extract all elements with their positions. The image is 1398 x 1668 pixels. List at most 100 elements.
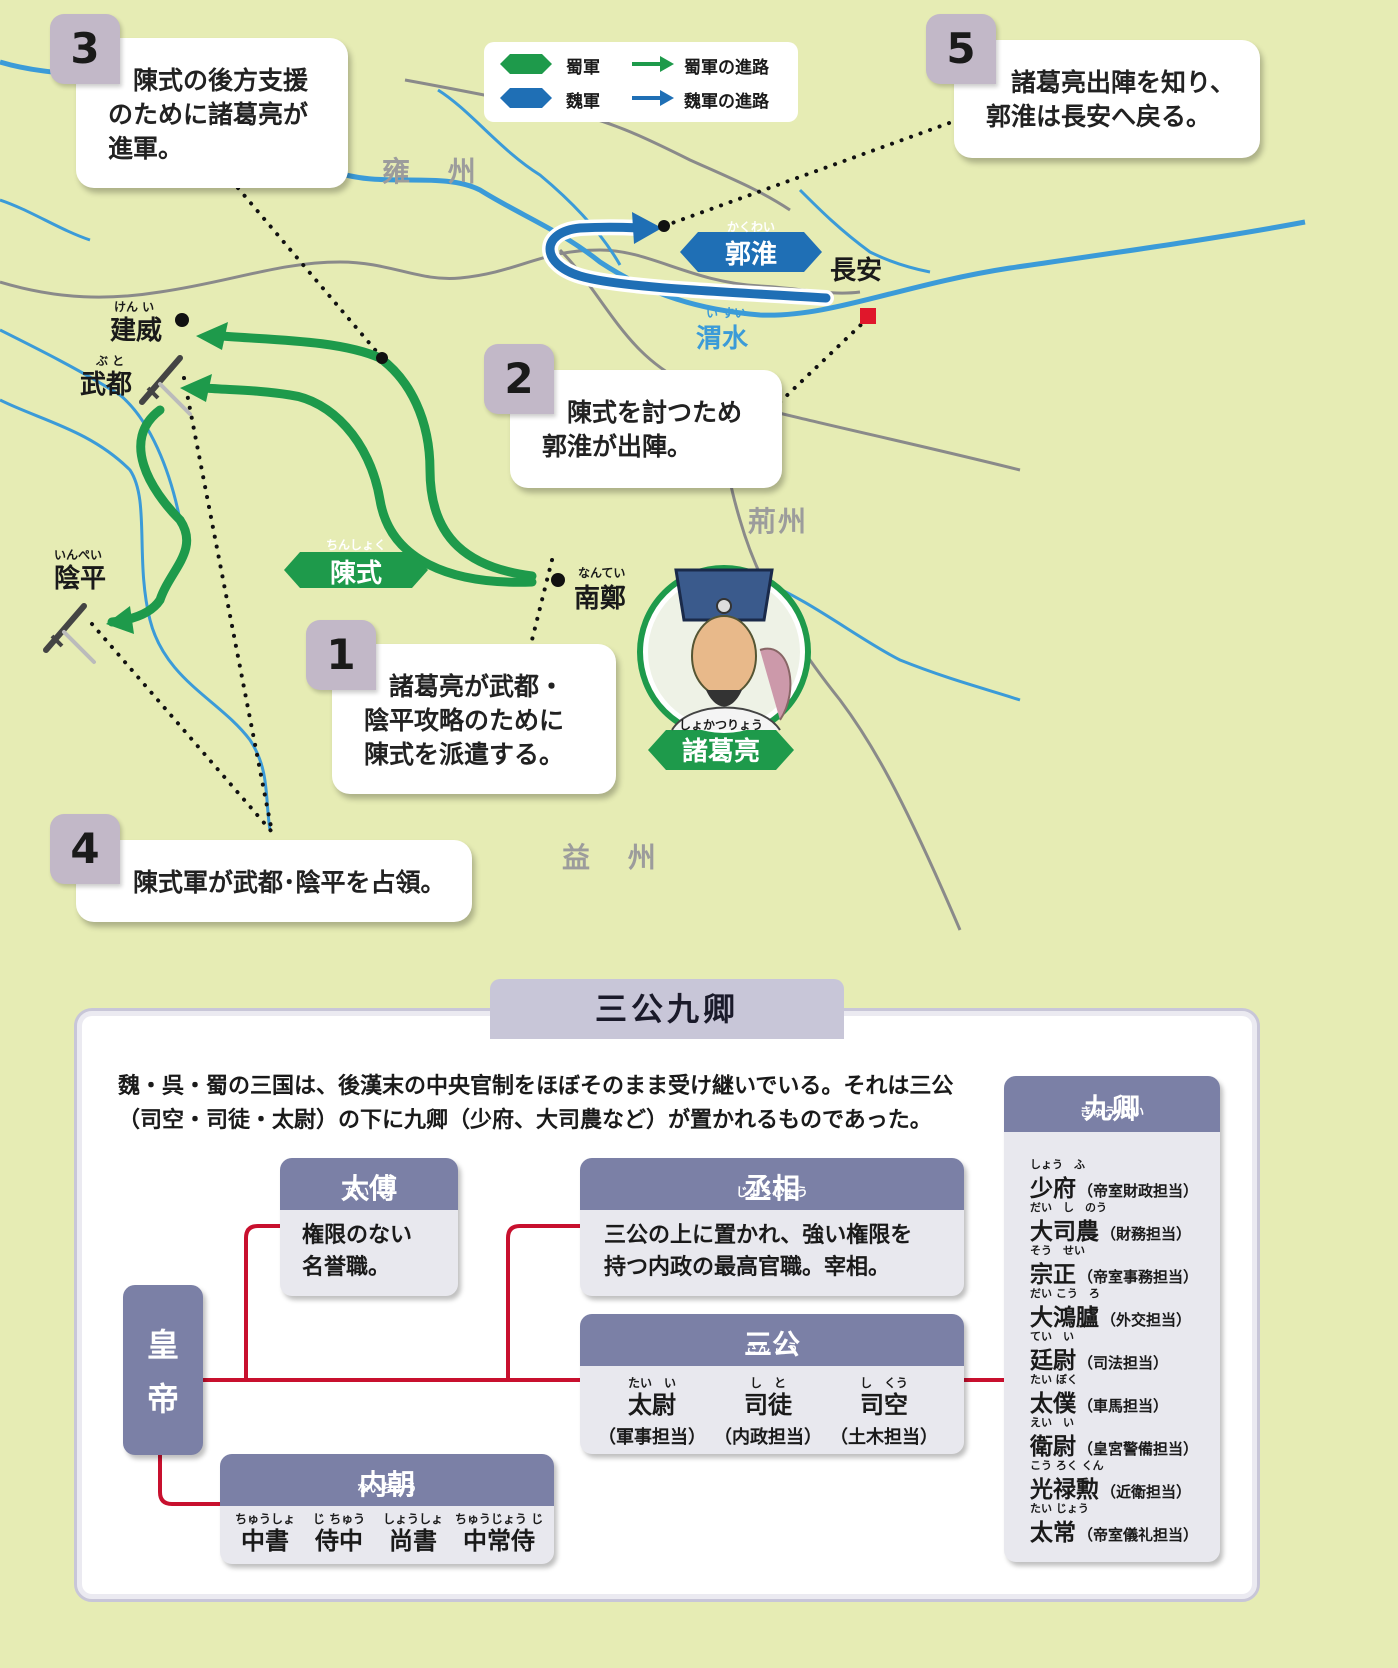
kyukei-item-desc: （帝室儀礼担当） <box>1078 1526 1199 1544</box>
jianwei-ruby: けん い <box>114 300 155 314</box>
weishui-ruby: い すい <box>706 306 747 320</box>
naicho-header: ないちょう 内朝 <box>220 1454 554 1506</box>
step-5-number: 5 <box>926 14 996 84</box>
kyukei-name: 九卿 <box>1083 1092 1140 1125</box>
shosho-member: しょうしょ 尚書 <box>378 1512 448 1556</box>
kyukei-item-name: 太僕 <box>1030 1391 1076 1417</box>
sword-icon <box>139 355 192 416</box>
kyukei-item-desc: （財務担当） <box>1101 1225 1192 1243</box>
jichu-ruby: じ ちゅう <box>312 1512 366 1526</box>
region-yong: 雍 州 <box>382 155 490 188</box>
taii-desc: （軍事担当） <box>598 1427 706 1448</box>
kyukei-box: きゅう けい 九卿 <box>1004 1076 1220 1562</box>
zhuge-label: 諸葛亮 <box>681 737 760 767</box>
jichu-member: じ ちゅう 侍中 <box>304 1512 374 1556</box>
legend-shu-route: 蜀軍の進路 <box>684 58 769 78</box>
kyukei-item-ruby: たい ぼく <box>1030 1373 1078 1386</box>
kyukei-item: たい じょう太常（帝室儀礼担当） <box>1030 1502 1198 1547</box>
chusho-name: 中書 <box>241 1527 289 1555</box>
kyukei-item-ruby: えい い <box>1030 1416 1074 1429</box>
region-yi: 益 州 <box>562 841 670 874</box>
kyukei-item-ruby: たい じょう <box>1030 1502 1089 1515</box>
naicho-box: ないちょう 内朝 ちゅうしょ 中書 じ ちゅう 侍中 しょうしょ 尚書 ちゅうじ… <box>220 1454 554 1564</box>
guohuai-tag <box>680 232 822 272</box>
nanzheng-label: 南鄭 <box>574 584 627 614</box>
kyukei-item-desc: （帝室事務担当） <box>1078 1268 1199 1286</box>
naicho-ruby: ないちょう <box>356 1481 417 1495</box>
chusho-member: ちゅうしょ 中書 <box>230 1512 300 1556</box>
kyukei-item-name: 廷尉 <box>1030 1348 1076 1374</box>
kyukei-item-name: 光禄勲 <box>1030 1477 1099 1503</box>
kyukei-item: こう ろく くん光禄勲（近衛担当） <box>1030 1459 1191 1504</box>
step-3-number: 3 <box>50 14 120 84</box>
nanzheng-marker <box>551 573 565 587</box>
kyukei-item-name: 宗正 <box>1030 1262 1076 1288</box>
legend-swatches <box>500 54 674 108</box>
step-4-number: 4 <box>50 814 120 884</box>
kyukei-item: そう せい宗正（帝室事務担当） <box>1030 1244 1198 1289</box>
shikuu-member: し くう 司空 （土木担当） <box>826 1376 942 1452</box>
taii-name: 太尉 <box>628 1391 676 1419</box>
campaign-map <box>0 54 1306 931</box>
kyukei-item-name: 太常 <box>1030 1520 1076 1546</box>
chujoji-member: ちゅうじょう じ 中常侍 <box>454 1512 544 1556</box>
shikuu-ruby: し くう <box>860 1376 908 1390</box>
chancellor-ruby: じょうしょう <box>735 1185 808 1199</box>
guohuai-ruby: かくわい <box>726 220 775 234</box>
jichu-name: 侍中 <box>315 1527 363 1555</box>
sword-icon <box>43 603 96 664</box>
step-2-number: 2 <box>484 344 554 414</box>
shito-desc: （内政担当） <box>714 1427 822 1448</box>
kyukei-item-ruby: だい し のう <box>1030 1201 1107 1214</box>
kyukei-item-ruby: しょう ふ <box>1030 1158 1085 1171</box>
guohuai-return-marker <box>658 220 670 232</box>
chusho-ruby: ちゅうしょ <box>234 1512 295 1526</box>
kyukei-item-name: 少府 <box>1030 1176 1076 1202</box>
guohuai-label: 郭淮 <box>724 240 777 270</box>
kyukei-header: きゅう けい 九卿 <box>1004 1076 1220 1132</box>
kyukei-item-ruby: てい い <box>1030 1330 1074 1343</box>
kyukei-item: しょう ふ少府（帝室財政担当） <box>1030 1158 1198 1203</box>
kyukei-item-name: 大司農 <box>1030 1219 1099 1245</box>
step-4-callout: 陳式軍が武都･陰平を占領。 <box>76 840 472 922</box>
taii-ruby: たい い <box>627 1376 676 1390</box>
kyukei-item: たい ぼく太僕（車馬担当） <box>1030 1373 1168 1418</box>
kyukei-item-desc: （皇宮警備担当） <box>1078 1440 1199 1458</box>
kyukei-item-desc: （司法担当） <box>1078 1354 1169 1372</box>
kyukei-ruby: きゅう けい <box>1079 1105 1145 1119</box>
chenshi-tag <box>284 552 428 588</box>
chujoji-ruby: ちゅうじょう じ <box>454 1512 544 1526</box>
emperor-label: 皇 帝 <box>146 1326 179 1418</box>
sankou-header: さん こう 三公 <box>580 1314 964 1366</box>
kyukei-item: だい し のう大司農（財務担当） <box>1030 1201 1191 1246</box>
wei-route <box>542 212 834 306</box>
kyukei-item-name: 衛尉 <box>1030 1434 1076 1460</box>
changan-label: 長安 <box>830 256 883 286</box>
kyukei-item-desc: （車馬担当） <box>1078 1397 1169 1415</box>
chenshi-ruby: ちんしょく <box>325 538 386 552</box>
taii-member: たい い 太尉 （軍事担当） <box>594 1376 710 1452</box>
chancellor-name: 丞相 <box>743 1172 800 1205</box>
emperor-box: 皇 帝 <box>123 1285 203 1455</box>
taifu-name: 太傅 <box>340 1172 397 1205</box>
panel-title: 三公九卿 <box>490 979 844 1039</box>
yinping-label: 陰平 <box>54 564 107 594</box>
taifu-desc: 権限のない 名誉職。 <box>302 1223 413 1280</box>
panel-intro: 魏・呉・蜀の三国は、後漢末の中央官制をほぼそのまま受け継いでいる。それは三公（司… <box>118 1074 954 1133</box>
wudu-label: 武都 <box>80 370 133 400</box>
kyukei-item-desc: （帝室財政担当） <box>1078 1182 1199 1200</box>
jianwei-marker <box>175 313 189 327</box>
shikuu-name: 司空 <box>860 1391 908 1419</box>
chancellor-header: じょうしょう 丞相 <box>580 1158 964 1210</box>
shito-member: し と 司徒 （内政担当） <box>710 1376 826 1452</box>
callout-connectors <box>90 120 954 834</box>
chancellor-box: じょうしょう 丞相 三公の上に置かれ、強い権限を 持つ内政の最高官職。宰相。 <box>580 1158 964 1296</box>
chenshi-label: 陳式 <box>329 559 382 589</box>
taifu-box: たい ふ 太傅 権限のない 名誉職。 <box>280 1158 458 1296</box>
step-1-callout: 諸葛亮が武都・ 陰平攻略のために 陳式を派遣する。 <box>332 644 616 794</box>
shu-routes <box>107 331 537 627</box>
sankou-name: 三公 <box>743 1328 800 1361</box>
chancellor-desc: 三公の上に置かれ、強い権限を 持つ内政の最高官職。宰相。 <box>604 1223 913 1280</box>
kyukei-item: てい い廷尉（司法担当） <box>1030 1330 1168 1375</box>
shikuu-desc: （土木担当） <box>830 1427 938 1448</box>
